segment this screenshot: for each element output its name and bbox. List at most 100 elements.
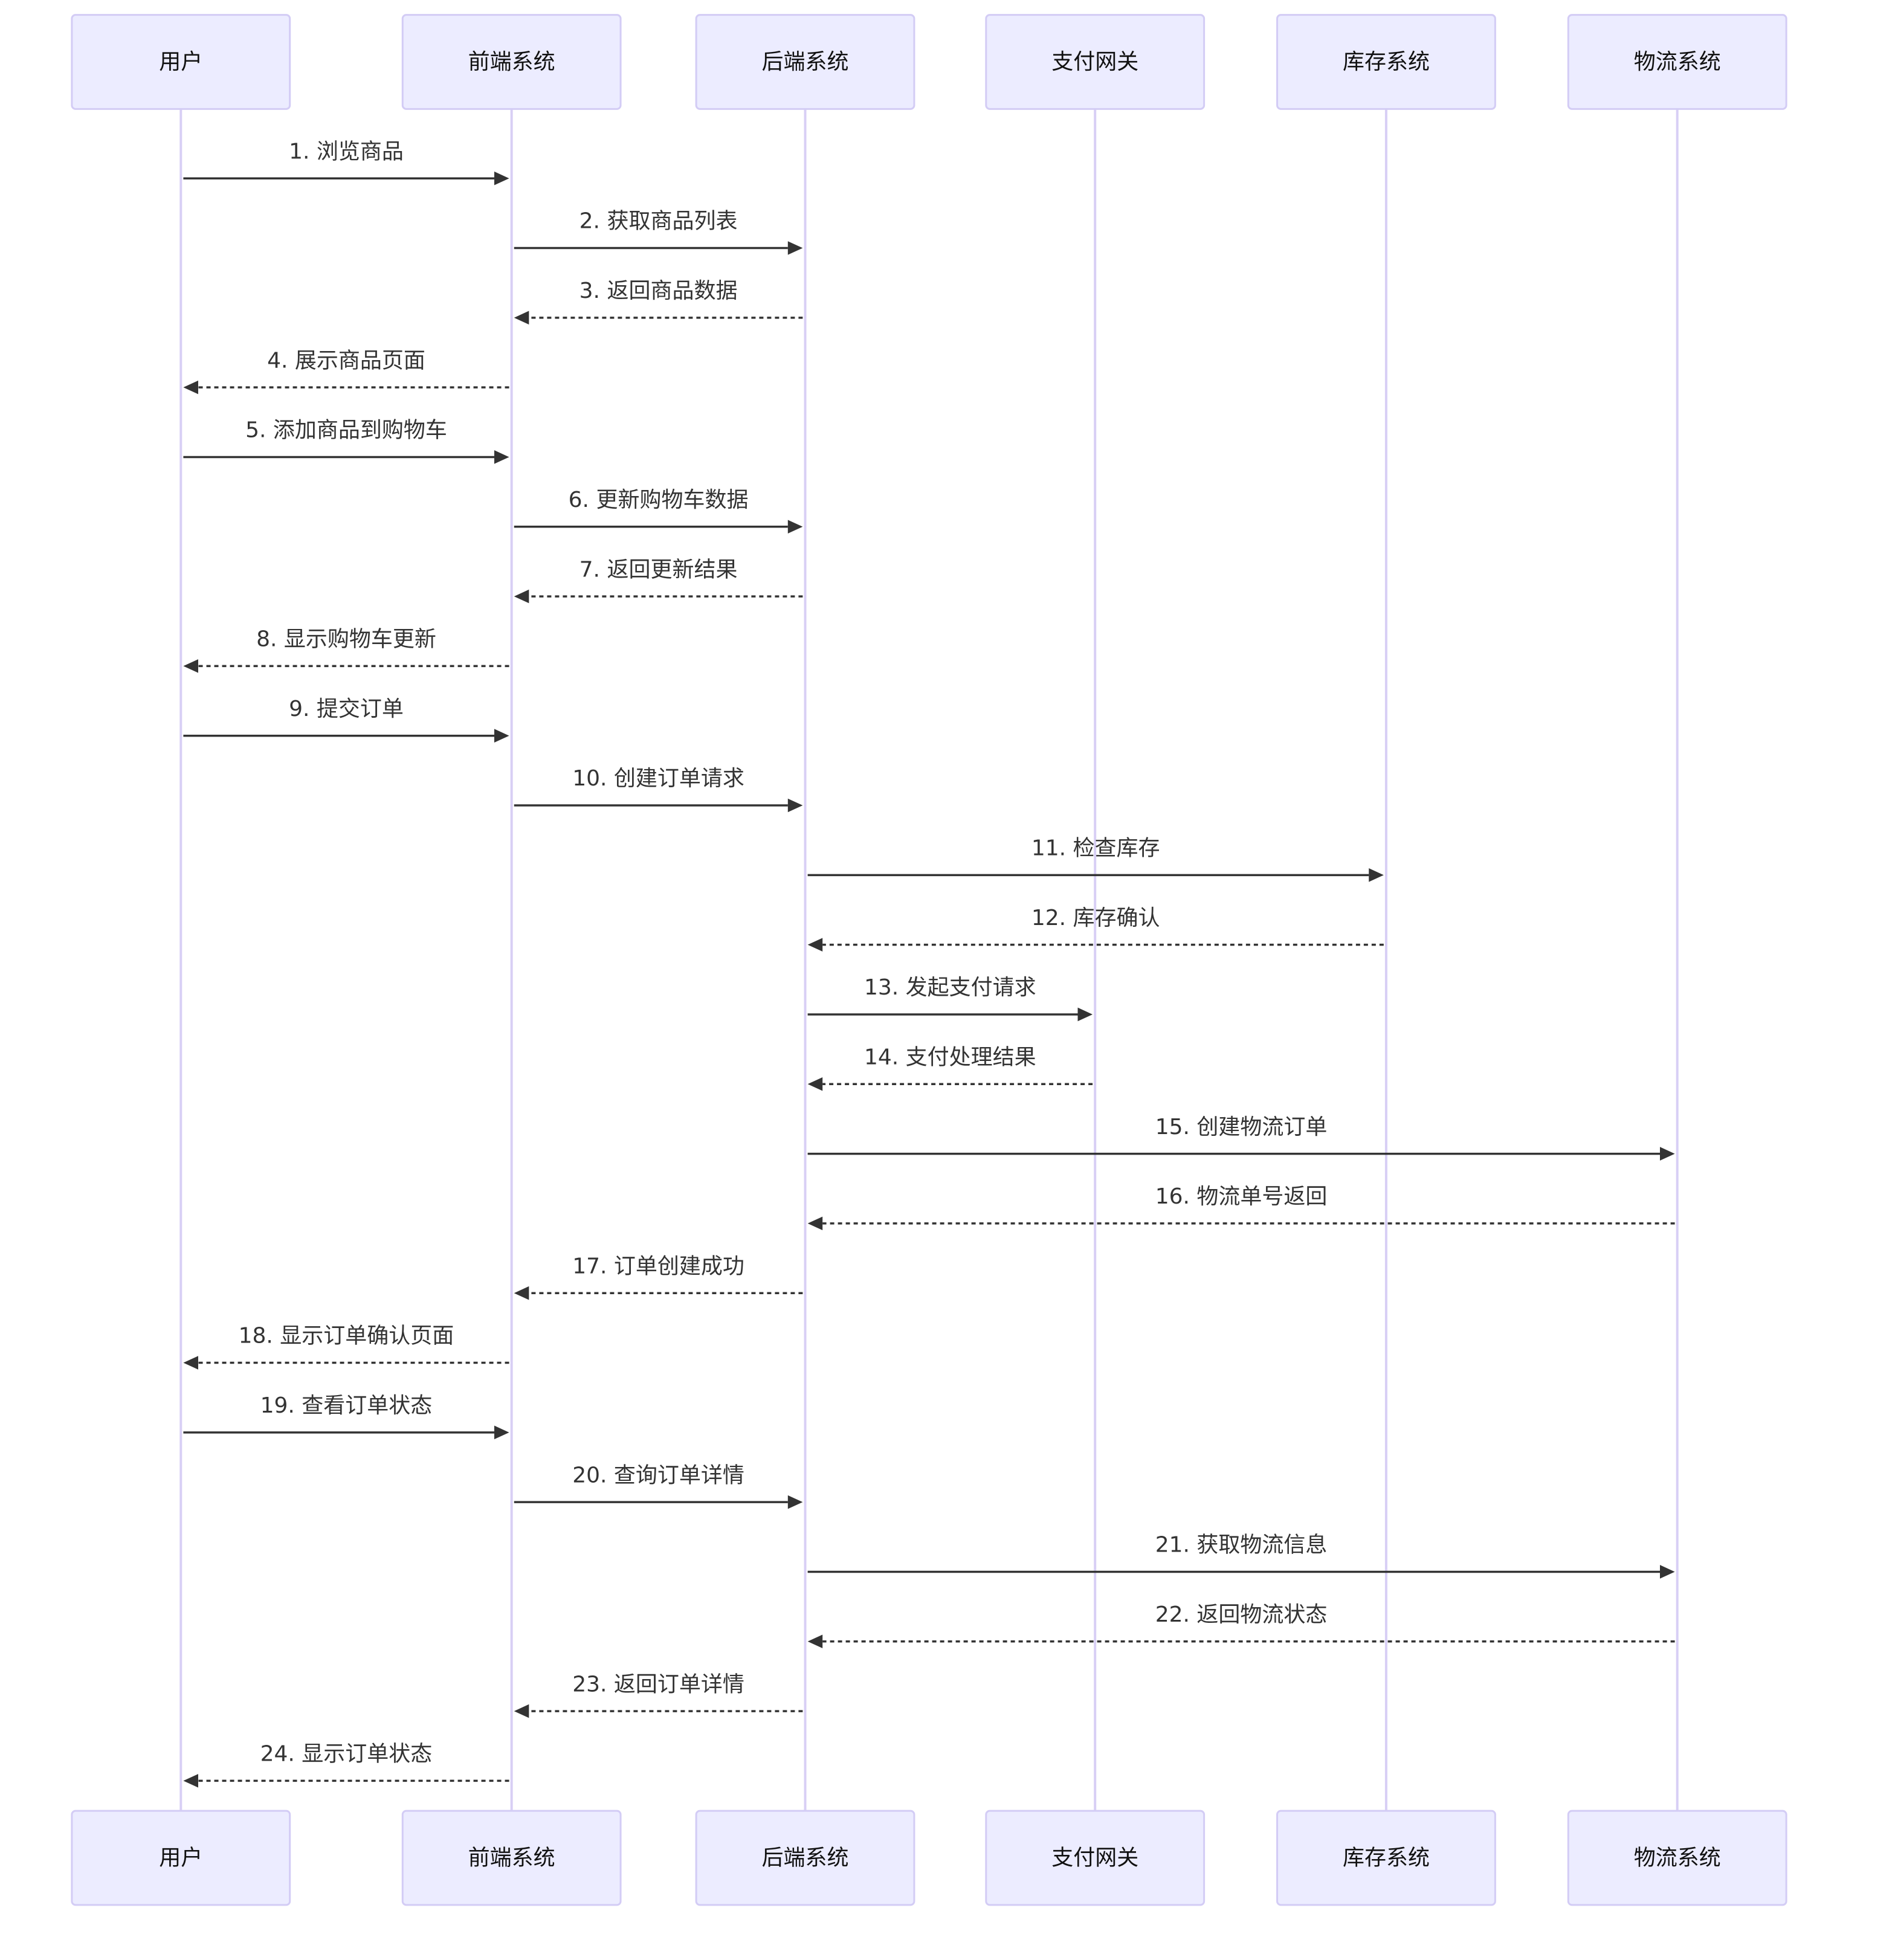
- message-label: 3. 返回商品数据: [579, 279, 738, 303]
- actor-box: [401, 14, 622, 110]
- message-13: 13. 发起支付请求: [807, 975, 1093, 1022]
- message-label: 15. 创建物流订单: [1155, 1115, 1328, 1140]
- actor-backend-bottom: 后端系统: [695, 1810, 915, 1906]
- message-label: 1. 浏览商品: [289, 139, 404, 164]
- actor-box: [1276, 14, 1496, 110]
- actor-label: 物流系统: [1634, 1846, 1721, 1871]
- arrowhead: [514, 1286, 529, 1300]
- message-label: 10. 创建订单请求: [572, 766, 744, 791]
- actor-box: [695, 1810, 915, 1906]
- arrowhead: [183, 659, 198, 673]
- actor-logistics-top: 物流系统: [1567, 14, 1787, 110]
- message-label: 9. 提交订单: [289, 697, 404, 721]
- message-14: 14. 支付处理结果: [807, 1045, 1093, 1091]
- actor-label: 支付网关: [1051, 1846, 1138, 1871]
- message-label: 6. 更新购物车数据: [569, 488, 749, 512]
- actor-box: [1567, 14, 1787, 110]
- message-17: 17. 订单创建成功: [514, 1254, 803, 1300]
- actor-box: [985, 1810, 1206, 1906]
- message-label: 11. 检查库存: [1031, 836, 1160, 861]
- actor-box: [401, 1810, 622, 1906]
- actor-label: 前端系统: [468, 50, 555, 74]
- message-label: 23. 返回订单详情: [572, 1672, 744, 1697]
- arrowhead: [183, 380, 198, 395]
- actor-backend-top: 后端系统: [695, 14, 915, 110]
- lifelines: [179, 109, 1679, 1811]
- arrowhead: [1077, 1007, 1093, 1022]
- message-18: 18. 显示订单确认页面: [183, 1324, 509, 1370]
- message-4: 4. 展示商品页面: [183, 348, 509, 395]
- message-5: 5. 添加商品到购物车: [183, 418, 509, 464]
- actor-label: 前端系统: [468, 1846, 555, 1871]
- message-9: 9. 提交订单: [183, 697, 509, 743]
- actor-payment-bottom: 支付网关: [985, 1810, 1206, 1906]
- arrowhead: [494, 171, 509, 185]
- arrowhead: [183, 1356, 198, 1370]
- actor-box: [695, 14, 915, 110]
- message-label: 21. 获取物流信息: [1155, 1533, 1328, 1558]
- actor-logistics-bottom: 物流系统: [1567, 1810, 1787, 1906]
- message-7: 7. 返回更新结果: [514, 557, 803, 604]
- message-15: 15. 创建物流订单: [807, 1115, 1675, 1161]
- message-label: 12. 库存确认: [1031, 906, 1160, 930]
- message-label: 13. 发起支付请求: [864, 975, 1036, 1000]
- message-8: 8. 显示购物车更新: [183, 627, 509, 673]
- message-label: 2. 获取商品列表: [579, 209, 738, 234]
- actor-inventory-top: 库存系统: [1276, 14, 1496, 110]
- actor-frontend-bottom: 前端系统: [401, 1810, 622, 1906]
- arrowhead: [514, 1704, 529, 1718]
- message-label: 22. 返回物流状态: [1155, 1602, 1328, 1627]
- arrowhead: [1369, 868, 1384, 882]
- message-12: 12. 库存确认: [807, 906, 1384, 952]
- actor-label: 用户: [159, 1846, 202, 1871]
- message-label: 19. 查看订单状态: [260, 1393, 433, 1418]
- actor-payment-top: 支付网关: [985, 14, 1206, 110]
- messages: 1. 浏览商品 2. 获取商品列表 3. 返回商品数据 4. 展示商品页面 5. 添加商…: [183, 139, 1675, 1788]
- arrowhead: [787, 1495, 803, 1509]
- message-label: 20. 查询订单详情: [572, 1463, 744, 1488]
- message-16: 16. 物流单号返回: [807, 1184, 1675, 1231]
- actor-label: 库存系统: [1343, 50, 1430, 74]
- arrowhead: [807, 1077, 823, 1091]
- actor-label: 后端系统: [761, 50, 848, 74]
- arrowhead: [787, 798, 803, 813]
- message-label: 5. 添加商品到购物车: [245, 418, 447, 443]
- actor-label: 库存系统: [1343, 1846, 1430, 1871]
- message-label: 24. 显示订单状态: [260, 1742, 433, 1767]
- arrowhead: [787, 241, 803, 255]
- arrowhead: [494, 729, 509, 743]
- arrowhead: [494, 1425, 509, 1440]
- message-label: 4. 展示商品页面: [267, 348, 425, 373]
- message-2: 2. 获取商品列表: [514, 209, 803, 255]
- message-1: 1. 浏览商品: [183, 139, 509, 185]
- message-label: 16. 物流单号返回: [1155, 1184, 1328, 1209]
- arrowhead: [807, 938, 823, 952]
- actor-label: 物流系统: [1634, 50, 1721, 74]
- message-24: 24. 显示订单状态: [183, 1742, 509, 1788]
- actor-box: [1276, 1810, 1496, 1906]
- actor-row-top: 用户 前端系统 后端系统 支付网关 库存系统 物流系统: [71, 14, 1787, 110]
- arrowhead: [807, 1216, 823, 1231]
- message-3: 3. 返回商品数据: [514, 279, 803, 325]
- arrowhead: [787, 520, 803, 534]
- message-19: 19. 查看订单状态: [183, 1393, 509, 1440]
- arrowhead: [1660, 1565, 1675, 1579]
- actor-label: 用户: [159, 50, 202, 74]
- message-10: 10. 创建订单请求: [514, 766, 803, 813]
- arrowhead: [514, 589, 529, 604]
- message-6: 6. 更新购物车数据: [514, 488, 803, 534]
- message-11: 11. 检查库存: [807, 836, 1384, 882]
- message-label: 7. 返回更新结果: [579, 557, 738, 582]
- message-23: 23. 返回订单详情: [514, 1672, 803, 1718]
- arrowhead: [183, 1774, 198, 1788]
- message-label: 8. 显示购物车更新: [256, 627, 436, 652]
- arrowhead: [514, 311, 529, 325]
- arrowhead: [807, 1634, 823, 1649]
- actor-box: [71, 14, 291, 110]
- actor-label: 支付网关: [1051, 50, 1138, 74]
- message-label: 17. 订单创建成功: [572, 1254, 744, 1278]
- message-20: 20. 查询订单详情: [514, 1463, 803, 1509]
- message-label: 18. 显示订单确认页面: [239, 1324, 454, 1349]
- arrowhead: [1660, 1147, 1675, 1161]
